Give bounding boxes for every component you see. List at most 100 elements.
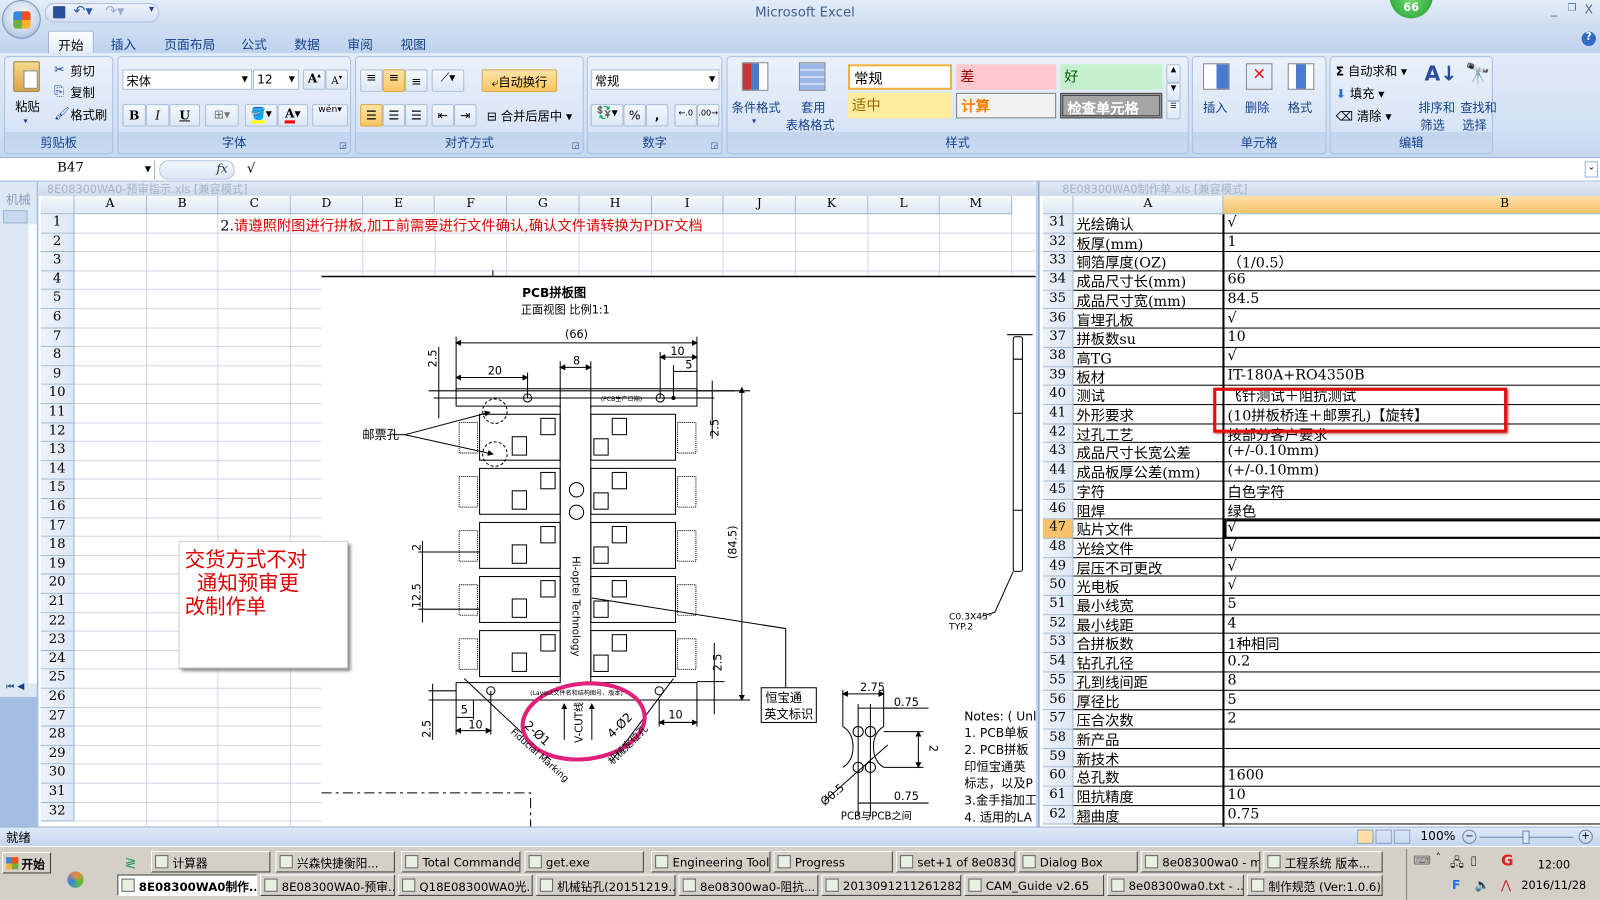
style-calculation[interactable]: 计算 (956, 92, 1057, 119)
border-button[interactable]: ⊞▾ (205, 104, 239, 127)
taskbar-button[interactable]: 8E08300WA0-预审... (260, 874, 395, 896)
row-header[interactable]: 22 (40, 612, 75, 632)
cell-B[interactable]: 白色字符 (1224, 481, 1600, 501)
row-header[interactable]: 50 (1042, 576, 1074, 596)
bold-button[interactable]: B (122, 104, 146, 127)
row-header[interactable]: 39 (1042, 366, 1074, 386)
cell-A[interactable]: 孔到线间距 (1073, 672, 1224, 692)
cell-A[interactable]: 高TG (1073, 348, 1224, 367)
taskbar-button[interactable]: 机械钻孔(20151219... (535, 874, 676, 896)
row-header[interactable]: 21 (40, 593, 75, 613)
office-button[interactable] (2, 0, 41, 39)
column-header-B[interactable]: B (1223, 195, 1600, 215)
style-normal[interactable]: 常规 (847, 64, 953, 90)
font-size-select[interactable]: 12▼ (253, 69, 299, 90)
row-header[interactable]: 37 (1042, 328, 1074, 348)
column-header-K[interactable]: K (795, 195, 869, 215)
row-header[interactable]: 2 (40, 233, 75, 253)
row-header[interactable]: 30 (40, 764, 75, 784)
insert-function-button[interactable]: fx (216, 161, 228, 176)
cell-A[interactable]: 总孔数 (1073, 768, 1224, 787)
taskbar-button[interactable]: 工程系统 版本... (1263, 851, 1383, 873)
row-header[interactable]: 41 (1042, 405, 1074, 425)
row-header[interactable]: 31 (1042, 214, 1074, 234)
zoom-level[interactable]: 100% (1420, 828, 1456, 843)
cell-B[interactable]: IT-180A+RO4350B (1224, 367, 1600, 386)
row-header[interactable]: 11 (40, 404, 75, 424)
cell-A[interactable]: 光绘文件 (1073, 539, 1224, 558)
orientation-button[interactable]: ⟋▾ (431, 69, 465, 92)
cell-A[interactable]: 成品尺寸长(mm) (1073, 272, 1224, 291)
column-header-J[interactable]: J (723, 195, 796, 215)
row-header[interactable]: 28 (40, 726, 75, 746)
redo-icon[interactable]: ↷▾ (105, 3, 125, 20)
increase-indent-button[interactable]: ⇥ (454, 104, 477, 127)
row-header[interactable]: 1 (40, 214, 75, 234)
row-header[interactable]: 47 (1042, 519, 1074, 539)
minimize-button[interactable]: _ (1551, 2, 1558, 17)
row-header[interactable]: 14 (40, 461, 75, 480)
tab-page-layout[interactable]: 页面布局 (164, 36, 216, 53)
row-header[interactable]: 48 (1042, 538, 1074, 558)
decrease-indent-button[interactable]: ⇤ (431, 104, 455, 127)
formula-input[interactable]: √ (246, 161, 256, 177)
close-button[interactable]: X (1584, 2, 1594, 17)
cell-A[interactable]: 成品尺寸长宽公差 (1073, 443, 1224, 463)
row-header[interactable]: 25 (40, 669, 75, 689)
row-header[interactable]: 51 (1042, 595, 1074, 615)
page-layout-view-button[interactable] (1375, 829, 1392, 844)
cell-B[interactable]: （1/0.5） (1224, 252, 1600, 272)
decrease-decimal-button[interactable]: .00→ (696, 104, 720, 127)
cell-A[interactable]: 成品尺寸宽(mm) (1073, 291, 1224, 310)
cell-B[interactable]: √ (1224, 214, 1600, 234)
font-color-button[interactable]: A▾ (277, 104, 309, 127)
delete-cells-button[interactable]: 删除 (1244, 101, 1270, 116)
conditional-formatting-button[interactable]: 条件格式 (731, 101, 781, 116)
column-header-H[interactable]: H (579, 195, 652, 215)
increase-decimal-button[interactable]: ←.0 (674, 104, 697, 127)
row-header[interactable]: 18 (40, 536, 75, 556)
row-header[interactable]: 36 (1042, 309, 1074, 329)
cell-B[interactable]: √ (1224, 558, 1600, 577)
antivirus-icon[interactable]: G (1501, 851, 1514, 870)
select-all-corner[interactable] (3, 210, 28, 224)
alignment-dialog-launcher[interactable]: ◲ (571, 140, 580, 150)
zoom-slider-thumb[interactable] (1522, 830, 1530, 844)
format-as-table-button[interactable]: 套用 (801, 101, 826, 116)
clock-time[interactable]: 12:00 (1537, 858, 1571, 872)
align-top-button[interactable]: ≡ (360, 69, 383, 92)
normal-view-button[interactable] (1357, 829, 1374, 844)
taskbar-button[interactable]: 8e08300wa0 - m... (1140, 851, 1261, 873)
cell-A[interactable]: 板厚(mm) (1073, 233, 1224, 253)
style-bad[interactable]: 差 (956, 64, 1057, 90)
styles-scroll-up[interactable]: ▲ (1166, 64, 1181, 83)
fill-button[interactable]: ⬇ 填充 ▾ (1335, 86, 1385, 102)
column-header-C[interactable]: C (218, 195, 291, 215)
cell-A[interactable]: 测试 (1073, 386, 1224, 406)
row-header[interactable]: 29 (40, 745, 75, 765)
tab-view[interactable]: 视图 (400, 36, 427, 53)
style-neutral[interactable]: 适中 (847, 92, 953, 119)
row-header[interactable]: 32 (40, 802, 75, 822)
row-header[interactable]: 9 (40, 366, 75, 386)
row-header[interactable]: 59 (1042, 748, 1074, 768)
align-middle-button[interactable]: ≡ (382, 69, 406, 92)
help-icon[interactable]: ? (1581, 31, 1596, 46)
column-header-B[interactable]: B (146, 195, 219, 215)
zoom-out-button[interactable]: − (1462, 829, 1477, 844)
cell-A[interactable]: 字符 (1073, 481, 1224, 501)
row-header[interactable]: 49 (1042, 557, 1074, 577)
cell-B[interactable]: 4 (1224, 615, 1600, 635)
cell-A[interactable]: 板材 (1073, 367, 1224, 386)
cell-A[interactable]: 最小线宽 (1073, 596, 1224, 615)
tab-formulas[interactable]: 公式 (241, 36, 267, 53)
styles-scroll-down[interactable]: ▼ (1166, 82, 1181, 102)
select-all-button[interactable] (1042, 195, 1074, 215)
row-header[interactable]: 16 (40, 498, 75, 518)
insert-cells-button[interactable]: 插入 (1203, 101, 1228, 116)
row-header[interactable]: 20 (40, 574, 75, 594)
cell-A[interactable]: 阻焊 (1073, 501, 1224, 520)
row-header[interactable]: 45 (1042, 481, 1074, 501)
align-bottom-button[interactable]: ≡ (405, 69, 428, 92)
cell-A[interactable]: 光电板 (1073, 577, 1224, 596)
